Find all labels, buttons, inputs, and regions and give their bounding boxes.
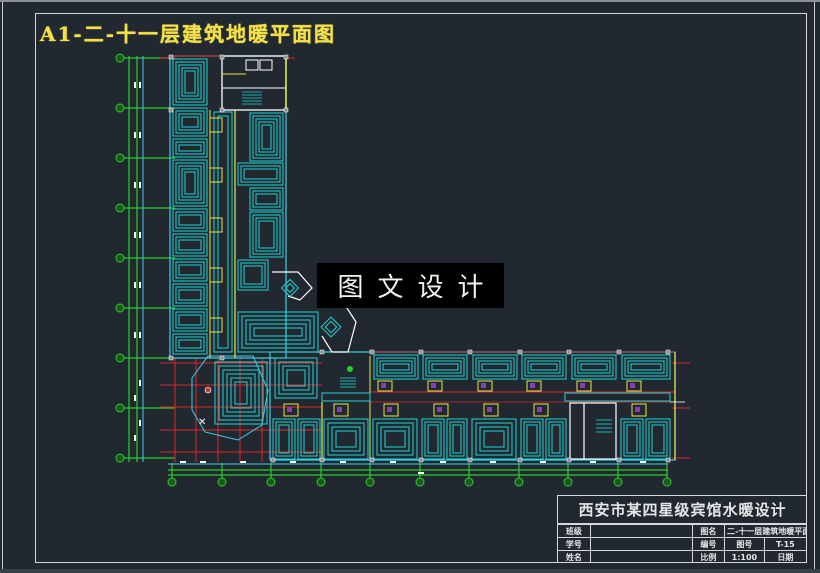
window-bottom-edge (0, 569, 820, 573)
label-student-id: 学号 (558, 537, 591, 551)
coil-wing-l8 (520, 418, 544, 460)
value-name (589, 550, 693, 563)
value-student-id (589, 537, 693, 551)
coil-wing-u2 (422, 354, 468, 380)
left-axis-bubbles (115, 53, 125, 463)
coil-tower-10 (172, 333, 208, 355)
coil-wing-l6 (446, 418, 468, 460)
atrium-outline (191, 355, 269, 441)
coil-tower-2 (172, 107, 208, 137)
label-drawing-name: 图名 (691, 524, 725, 538)
coil-tower-9 (172, 308, 208, 332)
coil-wing-l3 (323, 418, 369, 460)
coil-wing-l2 (297, 418, 321, 460)
value-class (589, 524, 693, 538)
label-date: 日期 (763, 550, 808, 563)
wing-stair-core (569, 402, 617, 460)
window-top-edge (0, 0, 820, 2)
coil-wing-u5 (571, 354, 617, 380)
north-arrow-mark: ✕ (198, 417, 206, 428)
coil-wing-l5 (421, 418, 445, 460)
coil-wing-u6 (621, 354, 671, 380)
wing-stair-treads (596, 419, 612, 433)
coil-wing-l7 (471, 418, 517, 460)
coil-wing-l9 (545, 418, 567, 460)
column-marker (204, 386, 212, 394)
title-block-table: 班级 图名 二-十一层建筑地暖平面图 学号 编号 图号 T-15 姓名 比例 1… (558, 524, 808, 563)
inner-drawing-border (35, 13, 807, 563)
project-name: 西安市某四星级宾馆水暖设计 (558, 496, 807, 524)
coil-wing-l4 (372, 418, 418, 460)
floor-heating-coils (172, 58, 671, 460)
title-block-row-class: 班级 图名 二-十一层建筑地暖平面图 (558, 524, 808, 538)
label-sheet-no: 图号 (723, 537, 765, 551)
coil-wing-l1 (272, 418, 296, 460)
drawing-title: A1-二-十一层建筑地暖平面图 (40, 22, 337, 46)
coil-tower-8 (172, 283, 208, 307)
bathroom-units (209, 117, 647, 417)
label-serial: 编号 (691, 537, 725, 551)
coil-tower-4 (172, 159, 208, 207)
coil-tower-r5 (237, 259, 269, 291)
coil-wing-u1 (373, 354, 419, 380)
title-block: 西安市某四星级宾馆水暖设计 班级 图名 二-十一层建筑地暖平面图 学号 编号 图… (557, 495, 808, 563)
stair-icon (242, 91, 262, 105)
diagonal-coils (280, 278, 342, 338)
coil-wing-l10 (620, 418, 644, 460)
bottom-axis-lines (168, 463, 668, 481)
coil-lobby-mid (274, 357, 318, 399)
coil-tower-r4 (249, 211, 284, 258)
coil-wing-l11 (645, 418, 671, 460)
coil-tower-5 (172, 208, 208, 232)
red-structural-grid (160, 57, 690, 462)
coil-tower-6 (172, 233, 208, 257)
label-name: 姓名 (558, 550, 591, 563)
label-class: 班级 (558, 524, 591, 538)
bathroom-fixtures (287, 383, 640, 412)
coil-tower-7 (172, 258, 208, 282)
coil-atrium (214, 361, 268, 425)
value-sheet-no: T-15 (763, 537, 808, 551)
coil-tower-3 (172, 138, 208, 158)
watermark-overlay: 图文设计 (317, 263, 504, 308)
coil-lobby-top (237, 311, 319, 353)
bottom-dimension-marks (180, 461, 646, 474)
wing-walls (269, 351, 685, 461)
coil-tower-r2 (237, 162, 284, 186)
title-block-row-student-id: 学号 编号 图号 T-15 (558, 537, 808, 551)
coil-wing-corridor (321, 392, 671, 402)
tower-walls (169, 55, 287, 359)
label-scale: 比例 (691, 550, 725, 563)
watermark-text: 图文设计 (337, 273, 498, 303)
value-drawing-name: 二-十一层建筑地暖平面图 (723, 524, 808, 538)
bottom-axis-bubbles (167, 477, 672, 487)
left-dimension-marks (134, 82, 141, 441)
coil-tower-r1 (249, 112, 284, 162)
coil-wing-u3 (472, 354, 518, 380)
left-axis-lines (120, 56, 175, 462)
coil-tower-r3 (249, 187, 284, 211)
link-stair (340, 377, 356, 388)
coil-wing-u4 (521, 354, 567, 380)
column-markers (168, 54, 671, 463)
riser-marker (347, 366, 353, 372)
coil-tower-1 (172, 58, 208, 106)
value-scale: 1:100 (723, 550, 765, 563)
title-block-row-name: 姓名 比例 1:100 日期 (558, 550, 808, 563)
